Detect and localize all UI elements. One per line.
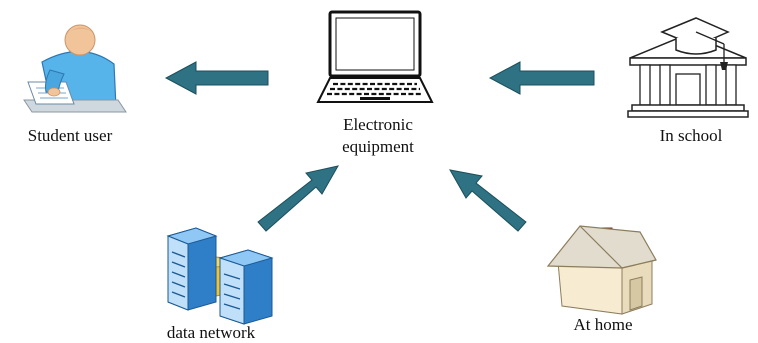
arrow-school-to-equipment (488, 61, 595, 95)
at-home-label: At home (573, 315, 633, 334)
arrow-equipment-to-student (164, 61, 269, 95)
laptop-icon (316, 10, 434, 103)
school-building-icon (627, 17, 749, 118)
server-network-icon (166, 227, 274, 325)
electronic-equipment-label-line2: equipment (342, 137, 414, 156)
house-icon (546, 225, 657, 315)
arrow-network-to-equipment (257, 165, 339, 232)
student-user-label: Student user (27, 126, 113, 145)
in-school-label: In school (659, 126, 723, 145)
electronic-equipment-label: Electronic equipment (318, 114, 438, 158)
data-network-label: data network (166, 323, 256, 342)
electronic-equipment-label-line1: Electronic (343, 115, 413, 134)
student-user-icon (23, 24, 127, 113)
arrow-home-to-equipment (449, 169, 527, 232)
